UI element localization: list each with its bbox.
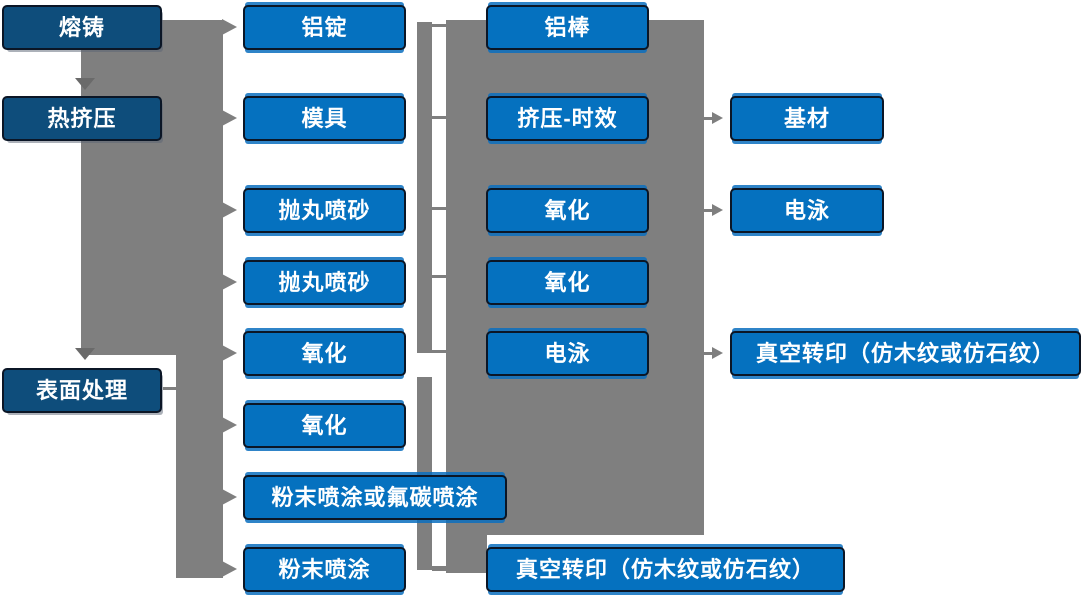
- arrow-right-to-oxidation-1-icon: [222, 345, 237, 361]
- arrow-right-to-shot-blasting-1-icon: [222, 202, 237, 218]
- node-mold: 模具: [243, 96, 406, 141]
- arrow-shaft-to-electrophoresis: [704, 209, 712, 212]
- connector-main-trunk: [81, 20, 223, 355]
- arrow-right-to-base-material-icon: [712, 112, 723, 124]
- node-vacuum-transfer-print-1: 真空转印（仿木纹或仿石纹）: [486, 547, 845, 592]
- arrow-right-to-vacuum-transfer-icon: [712, 347, 723, 359]
- node-oxidation-1: 氧化: [243, 331, 406, 376]
- node-oxidation-4: 氧化: [486, 260, 649, 305]
- connector-link-row8: [432, 566, 446, 571]
- connector-mid-rail-upper: [417, 22, 432, 353]
- connector-link-row5: [432, 350, 446, 353]
- connector-right-block-tail: [446, 535, 487, 573]
- node-powder-coating: 粉末喷涂: [243, 547, 406, 592]
- connector-main-trunk-lower: [176, 355, 223, 578]
- node-aluminum-ingot: 铝锭: [243, 5, 406, 50]
- arrow-shaft-to-base-material: [704, 117, 712, 120]
- node-aluminum-rod: 铝棒: [486, 5, 649, 50]
- node-oxidation-2: 氧化: [243, 403, 406, 448]
- node-vacuum-transfer-print-2: 真空转印（仿木纹或仿石纹）: [730, 331, 1081, 376]
- node-surface-treatment: 表面处理: [2, 368, 162, 413]
- connector-link-row1: [432, 24, 446, 27]
- connector-mid-rail-lower: [417, 377, 432, 570]
- arrow-right-to-mold-icon: [222, 110, 237, 126]
- arrow-right-to-powder-or-fluorocarbon-icon: [222, 489, 237, 505]
- arrow-right-to-electrophoresis-icon: [712, 204, 723, 216]
- node-extrusion-aging: 挤压-时效: [486, 96, 649, 141]
- arrow-right-to-aluminum-ingot-icon: [222, 19, 237, 35]
- node-electrophoresis-1: 电泳: [486, 331, 649, 376]
- arrow-down-to-surface-treatment-icon: [75, 348, 95, 360]
- arrow-right-to-oxidation-2-icon: [222, 417, 237, 433]
- node-shot-blasting-2: 抛丸喷砂: [243, 260, 406, 305]
- arrow-right-to-shot-blasting-2-icon: [222, 274, 237, 290]
- arrow-right-to-powder-coating-icon: [222, 561, 237, 577]
- node-hot-extrusion: 热挤压: [2, 96, 162, 141]
- node-oxidation-3: 氧化: [486, 188, 649, 233]
- arrow-shaft-to-vacuum-transfer: [704, 352, 712, 355]
- node-melt-casting: 熔铸: [2, 5, 162, 50]
- connector-link-row4: [432, 275, 446, 278]
- connector-link-row3: [432, 207, 446, 210]
- arrow-down-to-hot-extrusion-icon: [75, 78, 95, 90]
- node-shot-blasting-1: 抛丸喷砂: [243, 188, 406, 233]
- node-powder-or-fluorocarbon-coating: 粉末喷涂或氟碳喷涂: [243, 475, 507, 520]
- connector-link-row2: [432, 116, 446, 119]
- node-electrophoresis-2: 电泳: [730, 188, 884, 233]
- connector-surface-treatment-stub: [163, 387, 176, 390]
- node-base-material: 基材: [730, 96, 884, 141]
